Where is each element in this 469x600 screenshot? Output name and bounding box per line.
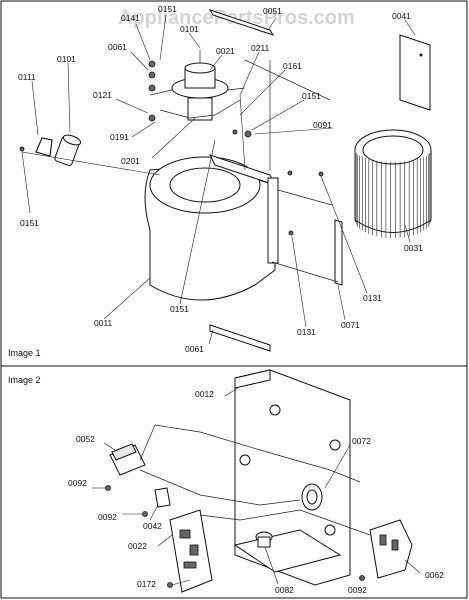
label-0161: 0161 xyxy=(283,61,302,71)
label-0151-left: 0151 xyxy=(20,218,39,228)
label-0201: 0201 xyxy=(121,156,140,166)
label-0211: 0211 xyxy=(251,43,270,53)
label-0021: 0021 xyxy=(216,46,235,56)
circuit-board-0022 xyxy=(169,509,213,593)
label-0051: 0051 xyxy=(263,6,282,16)
label-0131-right: 0131 xyxy=(363,293,382,303)
screw-set-image-1 xyxy=(19,60,324,236)
blower-housing-0011 xyxy=(144,154,279,301)
part-labels-image-1: 0141 0151 0101 0051 0041 0061 0021 0211 … xyxy=(18,4,423,354)
label-0012: 0012 xyxy=(195,389,214,399)
motor-mount-0191 xyxy=(159,99,241,119)
label-0172: 0172 xyxy=(137,579,156,589)
control-panel-0012 xyxy=(233,369,351,586)
terminal-block-0062 xyxy=(369,519,413,579)
transformer-0052 xyxy=(109,443,146,476)
watermark-text: AppliancePartsPros.com xyxy=(118,7,355,29)
bushing-0072 xyxy=(301,483,323,511)
label-0041: 0041 xyxy=(392,11,411,21)
label-0101: 0101 xyxy=(57,54,76,64)
capacitor-strap-0111 xyxy=(35,137,53,157)
label-0082: 0082 xyxy=(275,585,294,595)
label-0042: 0042 xyxy=(143,521,162,531)
part-labels-image-2: 0012 0052 0072 0092 0092 0042 0022 0082 … xyxy=(68,389,444,595)
wheel-blades xyxy=(354,150,432,238)
relay-0042 xyxy=(154,487,171,508)
label-0121: 0121 xyxy=(93,90,112,100)
side-rail-0071 xyxy=(334,219,343,286)
label-0091: 0091 xyxy=(313,120,332,130)
top-bracket-0051 xyxy=(208,9,275,36)
label-0141: 0141 xyxy=(121,13,140,23)
label-0092-right: 0092 xyxy=(348,585,367,595)
blower-motor-0021 xyxy=(149,50,246,121)
leader-lines-image-1 xyxy=(21,14,416,345)
label-0101-top: 0101 xyxy=(180,24,199,34)
bottom-rail-0061 xyxy=(209,324,271,352)
label-0022: 0022 xyxy=(128,541,147,551)
label-0061-top: 0061 xyxy=(108,42,127,52)
label-0031: 0031 xyxy=(404,243,423,253)
side-panel-0041 xyxy=(399,34,431,111)
leader-lines-image-2 xyxy=(92,387,421,586)
panel-label-image-2: Image 2 xyxy=(8,375,41,385)
label-0052: 0052 xyxy=(76,434,95,444)
label-0092-left: 0092 xyxy=(68,478,87,488)
blower-wheel-0031 xyxy=(354,129,432,233)
label-0072: 0072 xyxy=(352,436,371,446)
panel-label-image-1: Image 1 xyxy=(8,348,41,358)
fuse-holder-0082 xyxy=(255,531,273,548)
label-0061-bottom: 0061 xyxy=(185,344,204,354)
label-0062: 0062 xyxy=(425,570,444,580)
label-0151-top: 0151 xyxy=(158,4,177,14)
label-0151-bottom: 0151 xyxy=(170,304,189,314)
label-0111: 0111 xyxy=(18,72,36,82)
label-0131-bottom: 0131 xyxy=(297,327,316,337)
label-0151-right: 0151 xyxy=(302,91,321,101)
label-0011: 0011 xyxy=(94,318,113,328)
label-0191: 0191 xyxy=(110,132,129,142)
label-0092-middle: 0092 xyxy=(98,512,117,522)
label-0071: 0071 xyxy=(341,320,360,330)
